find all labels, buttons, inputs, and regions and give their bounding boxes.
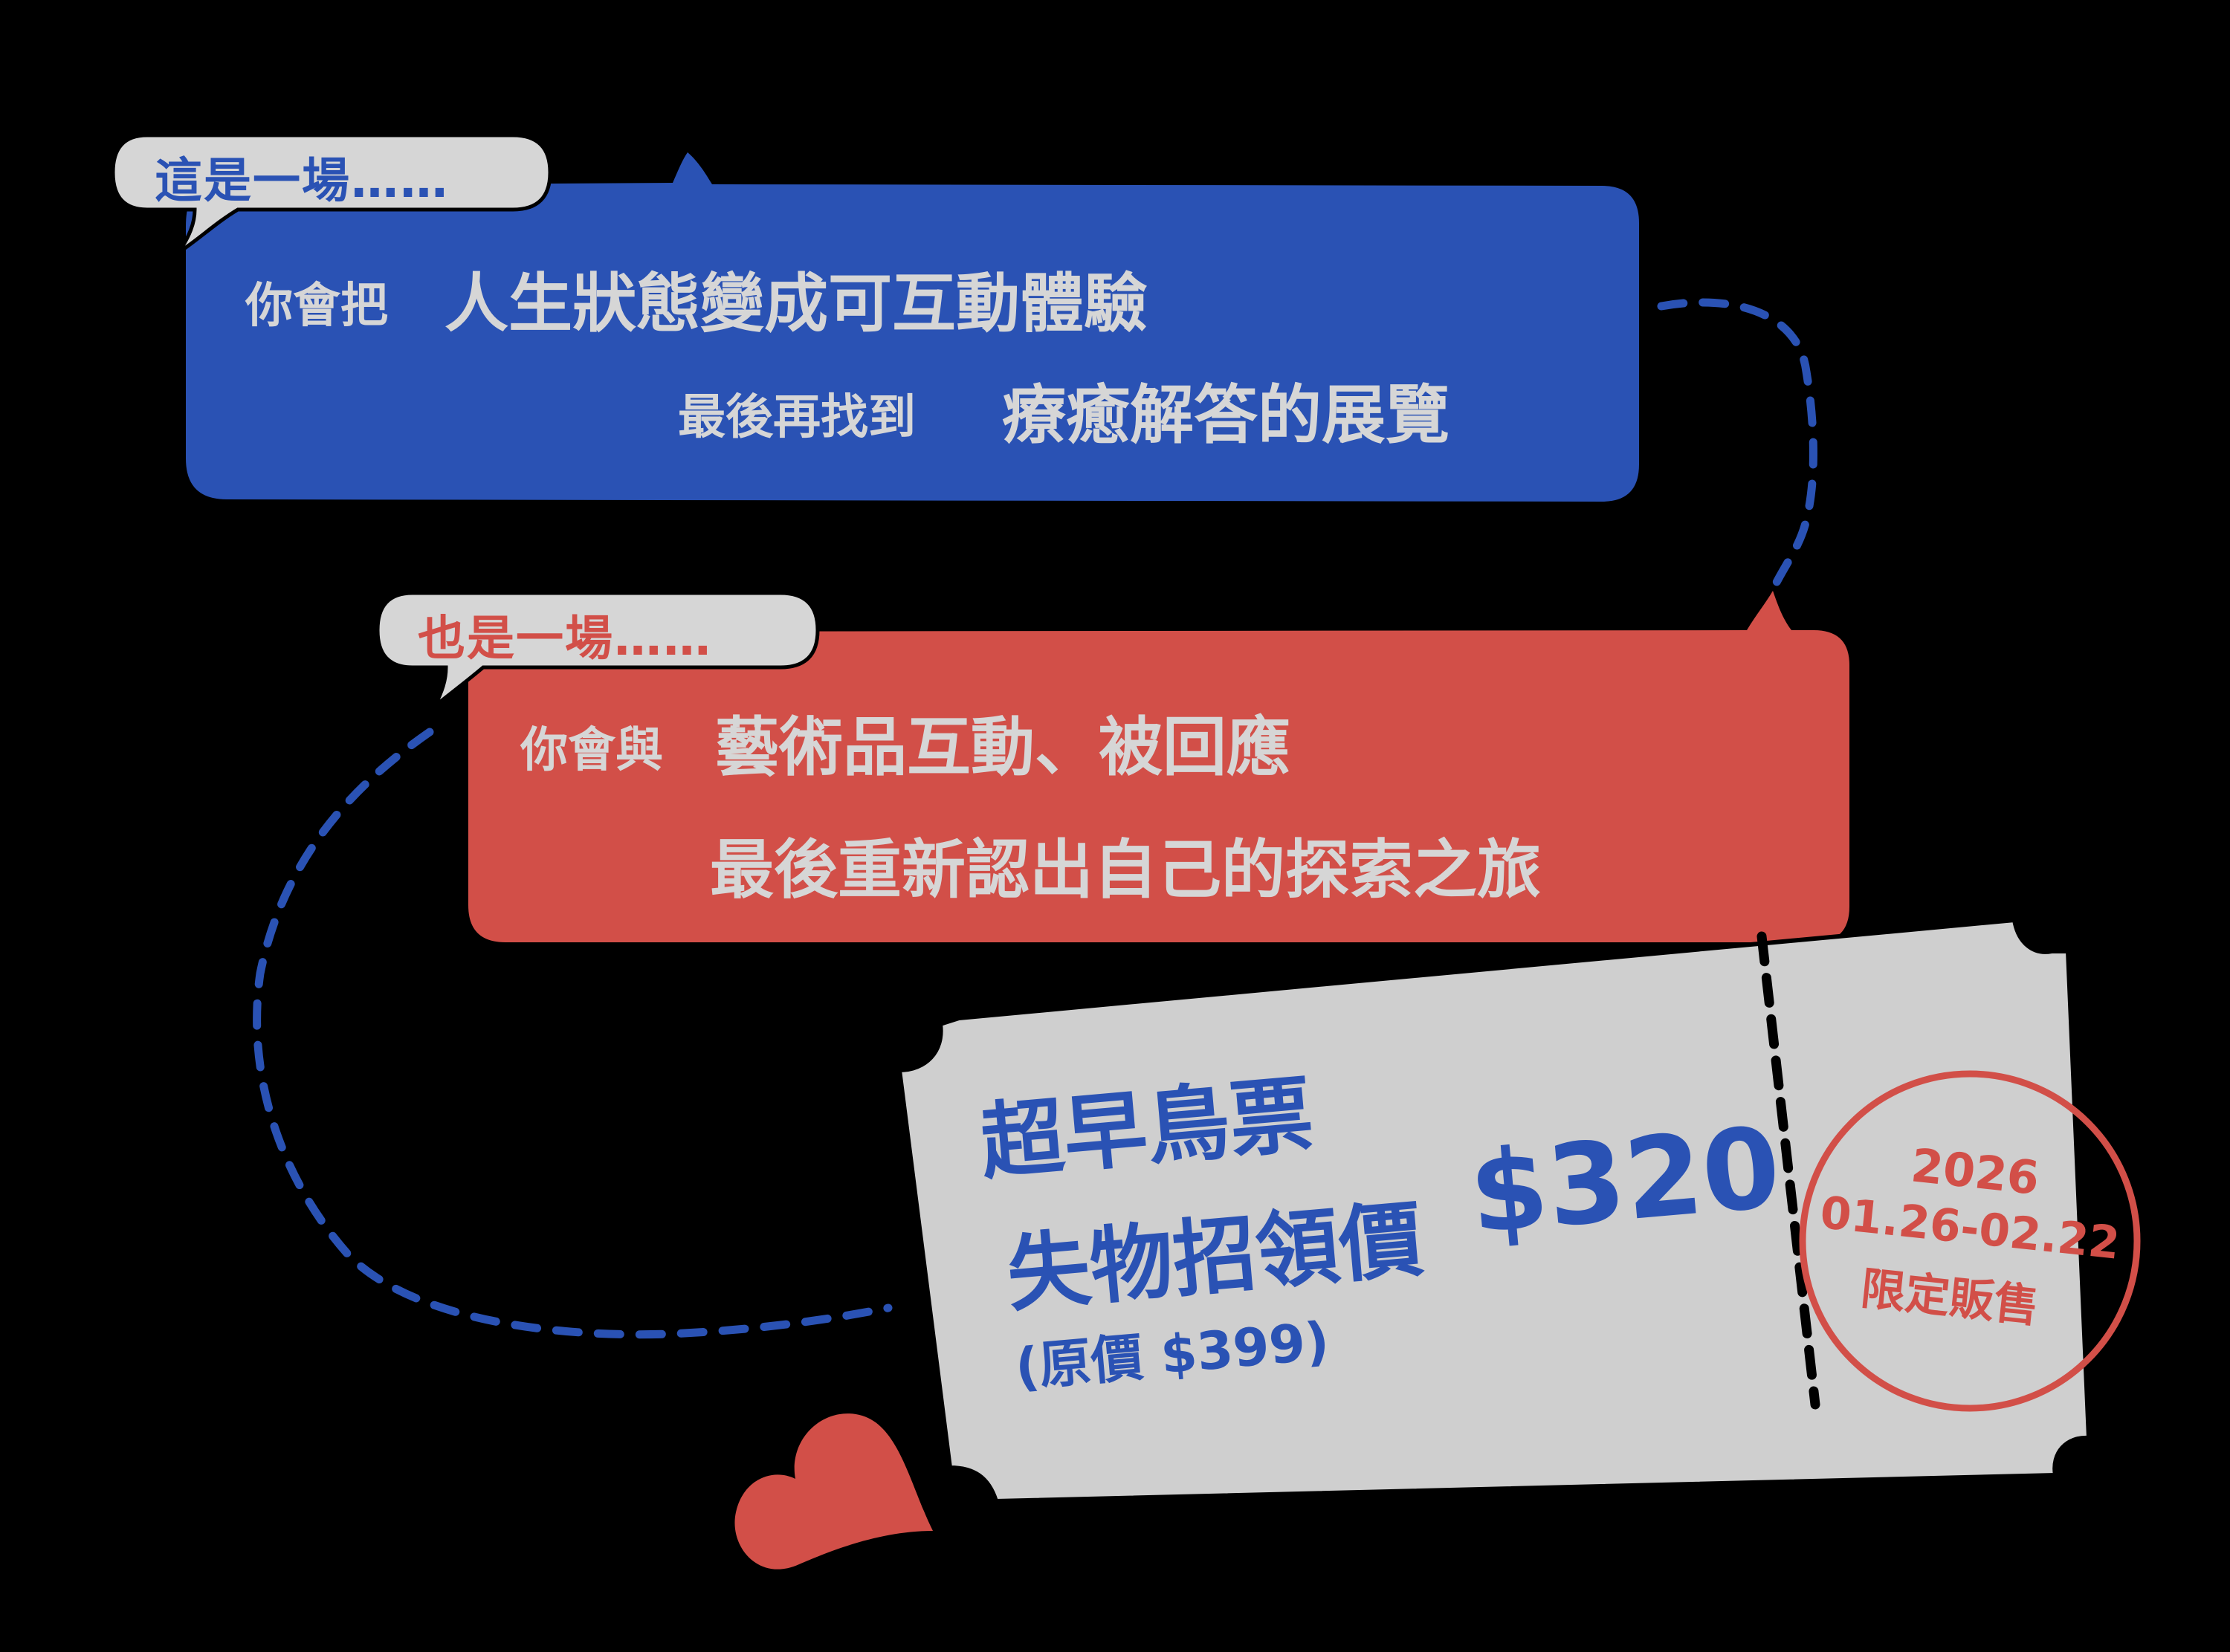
- ticket-perforation: [1756, 931, 1820, 1410]
- section1-line2-small: 最後再找到: [678, 390, 916, 445]
- date-stamp-ring: [1799, 1070, 2141, 1412]
- tag-1-text: 這是一場……: [155, 154, 449, 209]
- ticket-price: $320: [1464, 1103, 1785, 1260]
- stamp-label: 限定販售: [1858, 1263, 2041, 1333]
- section1-line1-large: 人生狀態變成可互動體驗: [445, 267, 1148, 341]
- tag-2-text: 也是一場……: [418, 612, 712, 667]
- section2-line1-small: 你會與: [520, 723, 663, 778]
- blue-speech-bubble: [186, 152, 1639, 502]
- section1-line1-small: 你會把: [245, 279, 388, 334]
- section2-line2-large: 最後重新認出自己的探索之旅: [710, 833, 1541, 907]
- dashed-connector-top: [1657, 298, 1817, 599]
- tag-bubble-1: [111, 133, 552, 255]
- date-stamp: 2026 01.26-02.22 限定販售: [1797, 1128, 2144, 1369]
- red-speech-bubble: [468, 591, 1849, 942]
- ticket-text-group: 超早鳥票 失物招領價 $320 (原價 $399): [959, 991, 1807, 1448]
- ticket-price-label: 失物招領價: [1003, 1191, 1426, 1324]
- dashed-connector-left: [253, 728, 893, 1339]
- section1-line2-large: 療癒解答的展覽: [1002, 378, 1450, 453]
- heart-icon: [734, 1413, 933, 1570]
- stamp-dates: 01.26-02.22: [1817, 1186, 2122, 1270]
- section2-line1-large: 藝術品互動、被回應: [715, 710, 1290, 785]
- ticket-title: 超早鳥票: [976, 1066, 1317, 1192]
- tag-bubble-2: [375, 591, 820, 707]
- ticket: [896, 917, 2092, 1504]
